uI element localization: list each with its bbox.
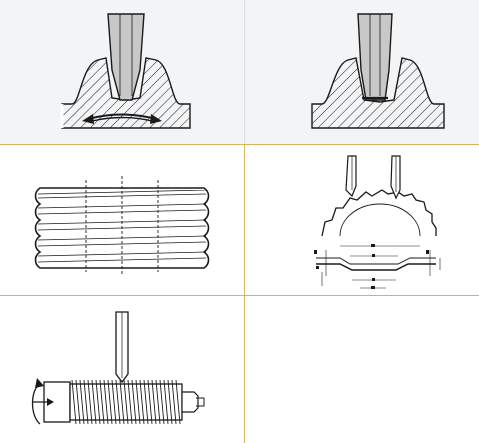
tool-in-groove-arrow-icon	[60, 13, 191, 129]
threaded-rod-rotation-icon	[31, 311, 205, 425]
threaded-cylinder-icon	[34, 176, 210, 276]
gear-tooth-profile-icon	[314, 155, 441, 289]
divider-vertical	[244, 145, 245, 443]
divider-vertical-top	[244, 0, 245, 144]
divider-horizontal-2	[0, 295, 479, 296]
divider-horizontal-1	[0, 144, 479, 145]
tool-in-groove-formed-icon	[311, 13, 445, 129]
